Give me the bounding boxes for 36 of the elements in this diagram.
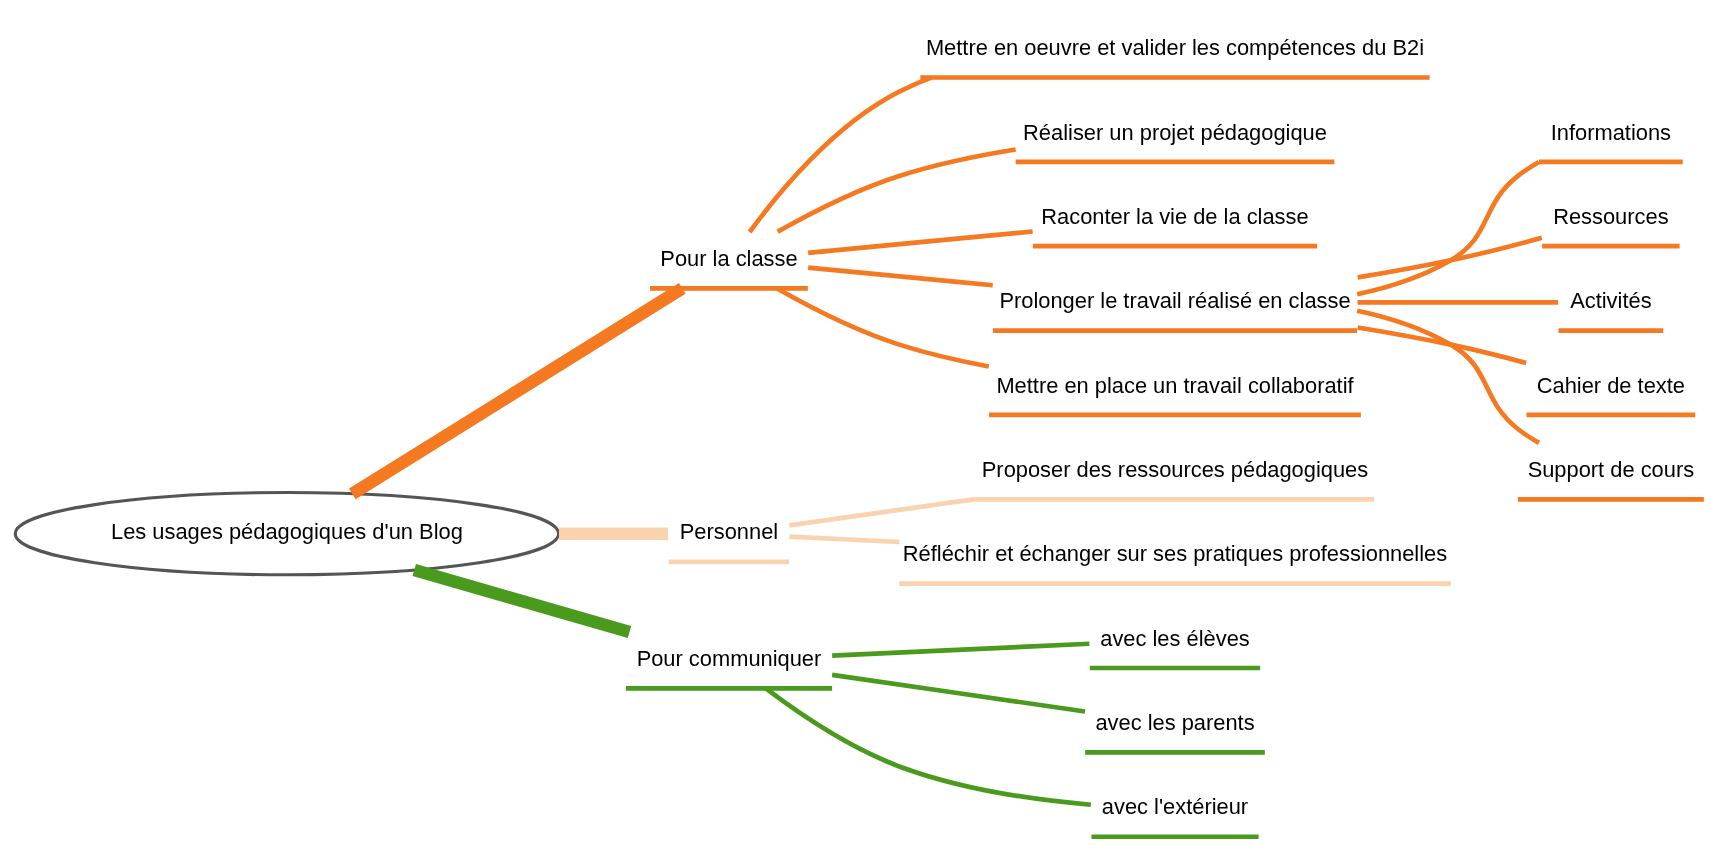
- node-text: Réaliser un projet pédagogique: [1023, 119, 1327, 145]
- connector: [558, 527, 669, 540]
- node-text: Ressources: [1553, 203, 1669, 229]
- node-ellipse: Les usages pédagogiques d'un Blog: [13, 491, 561, 577]
- connector: [412, 563, 632, 638]
- connector: [349, 283, 686, 500]
- connector: [764, 686, 1092, 808]
- node-text: avec les parents: [1095, 710, 1255, 736]
- node-text: avec l'extérieur: [1101, 794, 1249, 820]
- node-text: Mettre en place un travail collaboratif: [996, 372, 1354, 398]
- node-text: Pour communiquer: [636, 646, 822, 671]
- node-text: Activités: [1570, 288, 1652, 314]
- node-text: Support de cours: [1527, 456, 1695, 482]
- node-text: Proposer des ressources pédagogiques: [981, 456, 1369, 482]
- connector: [1357, 235, 1543, 280]
- connector: [832, 641, 1090, 658]
- connector: [776, 147, 1016, 234]
- node-text: Cahier de texte: [1536, 372, 1685, 398]
- connector: [1357, 300, 1559, 305]
- connector: [831, 672, 1086, 714]
- connector: [1356, 308, 1541, 445]
- connector: [789, 534, 900, 545]
- node-text: Informations: [1550, 119, 1672, 145]
- connector: [747, 75, 933, 234]
- node-text: avec les élèves: [1100, 625, 1250, 651]
- node-text: Mettre en oeuvre et valider les compétences du B2i: [925, 35, 1425, 61]
- node-text: Raconter la vie de la classe: [1041, 203, 1309, 229]
- connector: [807, 265, 993, 288]
- connector: [807, 229, 1033, 256]
- connector: [789, 496, 977, 528]
- connector: [1357, 325, 1527, 366]
- node-text: Personnel: [679, 519, 779, 545]
- connector: [1356, 160, 1541, 297]
- node-text: Réfléchir et échanger sur ses pratiques professionnelles: [902, 541, 1448, 567]
- node-text: Prolonger le travail réalisé en classe: [999, 288, 1351, 314]
- node-text: Pour la classe: [660, 246, 798, 272]
